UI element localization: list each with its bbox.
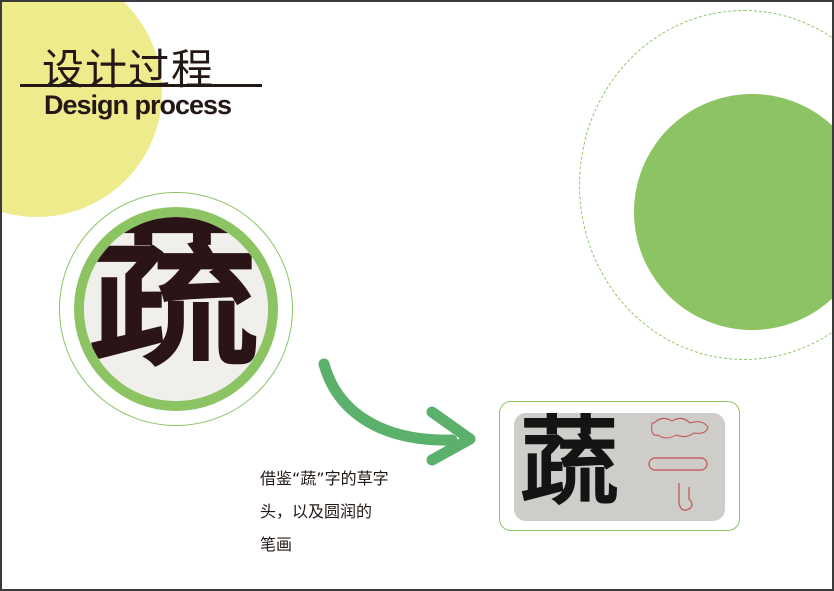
green-circle-decoration [634, 94, 832, 330]
caption-text: 借鉴“蔬”字的草字 头，以及圆润的 笔画 [260, 462, 430, 561]
caption-line: 笔画 [260, 535, 293, 554]
sketch-photo: 蔬 [514, 413, 725, 521]
page-title: 设计过程 [42, 45, 215, 94]
title-divider [20, 84, 262, 87]
arrow-icon [318, 358, 476, 466]
thick-ring-decoration [74, 207, 278, 411]
sketch-card: 蔬 [499, 401, 740, 531]
caption-line: 头，以及圆润的 [260, 502, 373, 521]
thin-ring-decoration [59, 192, 293, 426]
red-outline-sketches [648, 417, 709, 511]
caption-line: 借鉴“蔬”字的草字 [260, 469, 389, 488]
page-subtitle: Design process [44, 90, 232, 120]
character-photo: 蔬 [84, 217, 268, 401]
character-glyph: 蔬 [88, 217, 259, 391]
sketch-glyph: 蔬 [520, 413, 619, 519]
